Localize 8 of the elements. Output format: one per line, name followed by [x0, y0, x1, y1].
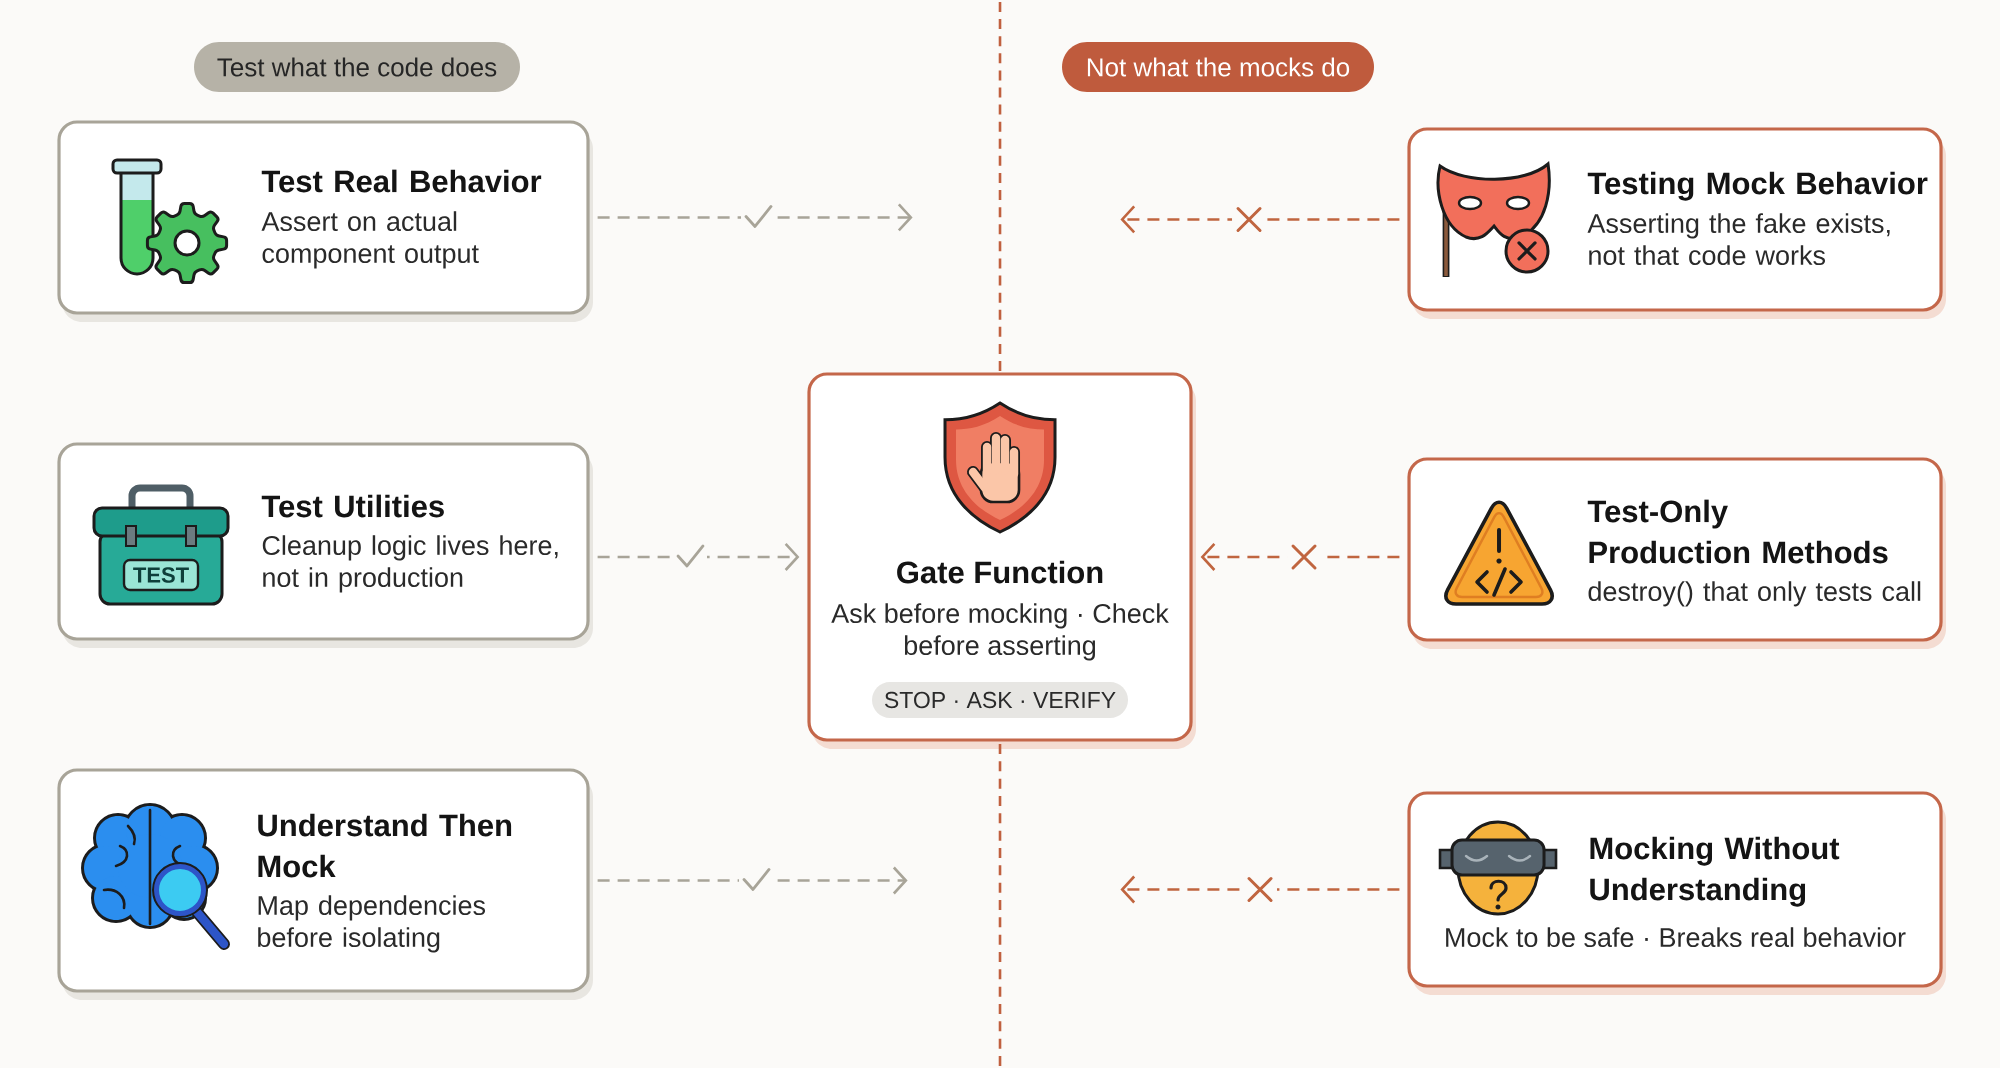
- arrow: [597, 543, 800, 571]
- header-pill: Not what the mocks do: [1062, 42, 1374, 92]
- arrow: [597, 203, 913, 232]
- arrow: [1200, 543, 1400, 571]
- header-pill: Test what the code does: [194, 42, 520, 92]
- arrow: [1120, 205, 1400, 234]
- arrow: [597, 866, 908, 895]
- arrow: [1120, 875, 1400, 904]
